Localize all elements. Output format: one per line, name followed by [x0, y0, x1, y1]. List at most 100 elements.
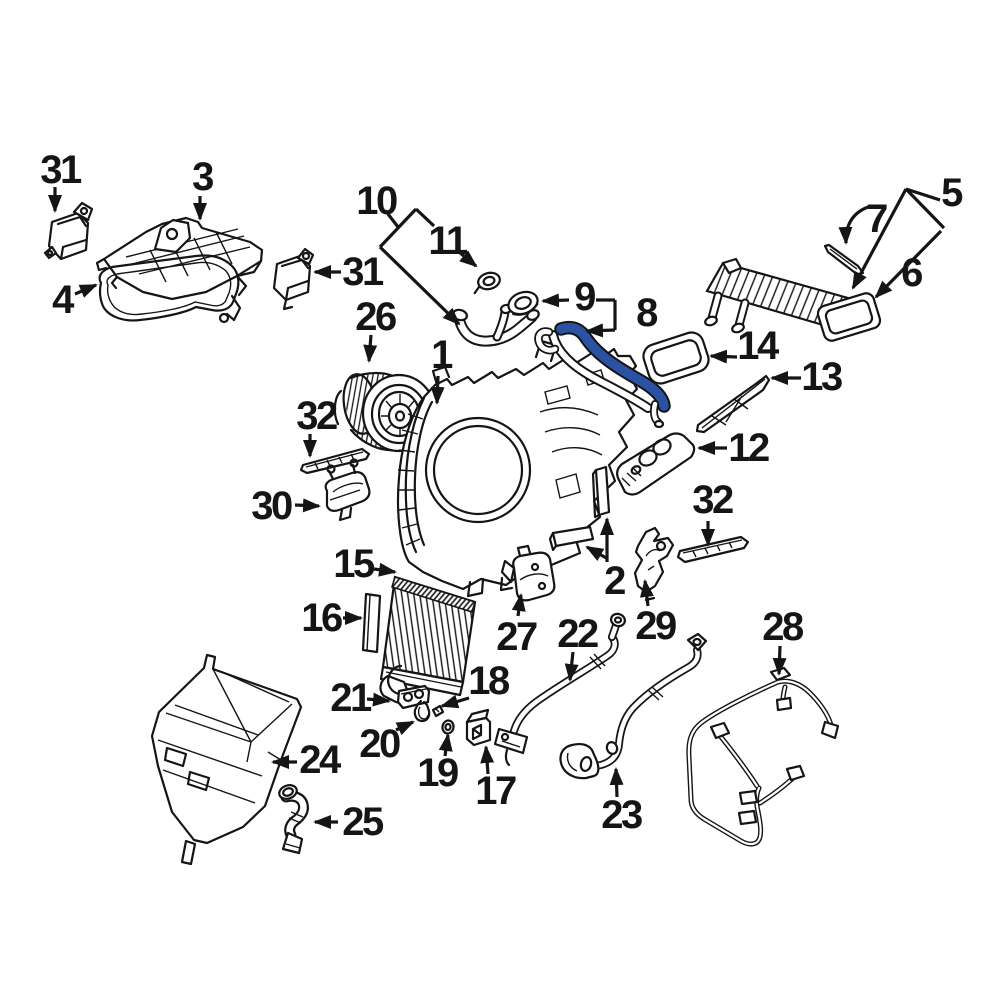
callout-label-5: 5 [941, 171, 963, 215]
callout-30: 30 [251, 484, 321, 528]
callout-label-29: 29 [635, 604, 676, 648]
callout-label-1: 1 [431, 333, 453, 377]
part-cap-11-drawing [473, 271, 501, 295]
callout-11: 11 [428, 219, 478, 268]
callout-16: 16 [301, 596, 363, 640]
part-blower-motor-26-drawing [333, 371, 437, 453]
callout-label-31b: 31 [342, 250, 384, 294]
callout-label-15: 15 [333, 542, 375, 586]
callout-12: 12 [697, 426, 771, 470]
leader-line-10 [386, 213, 400, 228]
callout-31a: 31 [40, 148, 84, 213]
part-expansion-valve-17-drawing [465, 708, 492, 747]
callout-2: 2 [585, 517, 628, 603]
leader-line-17 [480, 745, 495, 775]
part-actuator-31-right-drawing [272, 247, 315, 311]
callout-21: 21 [330, 676, 391, 720]
leader-line-8 [585, 323, 616, 338]
callout-label-25: 25 [342, 800, 384, 844]
leader-line-28 [772, 645, 787, 676]
callout-label-31a: 31 [40, 148, 82, 192]
part-pipe-23-drawing [559, 632, 708, 780]
leader-line-27 [511, 593, 526, 617]
leader-line-21 [366, 692, 391, 707]
callout-31b: 31 [313, 250, 386, 294]
part-strip-2-horizontal-drawing [548, 525, 595, 552]
callout-label-3: 3 [192, 155, 213, 199]
leader-line-14 [709, 349, 738, 364]
callout-10: 10 [356, 179, 461, 326]
part-clip-20-drawing [413, 699, 431, 723]
leader-line-18 [440, 694, 470, 709]
part-flange-12-drawing [616, 432, 696, 496]
leader-line-6 [874, 229, 943, 299]
leader-line-5 [851, 188, 908, 290]
callout-6: 6 [874, 229, 943, 299]
leader-line-9 [541, 293, 570, 308]
callout-29: 29 [635, 579, 678, 648]
callout-label-19: 19 [417, 751, 458, 795]
leader-line-10 [378, 207, 418, 249]
part-bracket-29-drawing [633, 526, 675, 602]
part-strip-32-left-drawing [299, 447, 371, 475]
leader-line-10 [414, 207, 436, 228]
callout-label-28: 28 [762, 605, 804, 649]
callout-23: 23 [601, 767, 644, 837]
callout-label-6: 6 [901, 251, 922, 295]
part-gasket-4-drawing [98, 254, 242, 324]
part-case-24-drawing [150, 653, 303, 866]
callout-label-13: 13 [801, 355, 842, 399]
callout-8: 8 [585, 291, 661, 338]
leader-line-5 [904, 187, 946, 230]
callout-20: 20 [359, 720, 415, 766]
callout-label-8: 8 [636, 291, 658, 335]
callout-14: 14 [709, 324, 782, 368]
callout-32a: 32 [296, 394, 339, 458]
leader-line-5 [905, 187, 941, 202]
part-evaporator-15-drawing [379, 575, 477, 704]
callout-label-22: 22 [557, 612, 598, 656]
leader-line-2 [585, 545, 609, 562]
callout-label-16: 16 [301, 596, 342, 640]
callout-label-17: 17 [475, 769, 516, 813]
callout-19: 19 [417, 733, 460, 795]
callout-label-9: 9 [574, 275, 595, 319]
callout-label-4: 4 [52, 278, 75, 322]
part-drain-hose-25-drawing [278, 784, 309, 855]
part-cover-3-drawing [95, 216, 264, 301]
part-cap-9-drawing [507, 290, 539, 316]
part-clip-18-drawing [431, 704, 445, 718]
part-seal-ring-14-drawing [642, 331, 710, 385]
part-heater-core-5-6-drawing [704, 257, 882, 342]
leader-line-7 [838, 204, 872, 245]
callout-26: 26 [355, 295, 398, 363]
callout-label-7: 7 [866, 197, 887, 241]
part-grommet-19-drawing [441, 719, 455, 735]
callout-label-18: 18 [468, 659, 510, 703]
part-harness-28-drawing [686, 666, 840, 847]
callout-22: 22 [557, 612, 600, 682]
leader-line-11 [457, 250, 478, 268]
part-strip-16-drawing [361, 592, 382, 654]
callout-label-14: 14 [737, 324, 780, 368]
callout-label-24: 24 [299, 738, 342, 782]
part-hose-8-highlighted-drawing [534, 320, 671, 429]
callout-label-21: 21 [330, 676, 372, 720]
leader-line-22 [564, 651, 579, 682]
callout-13: 13 [770, 355, 844, 399]
callout-label-26: 26 [355, 295, 396, 339]
callout-18: 18 [440, 659, 512, 709]
leader-line-19 [438, 733, 453, 757]
callout-label-32b: 32 [692, 478, 733, 522]
leader-line-26 [363, 334, 378, 363]
callout-32b: 32 [692, 478, 735, 547]
part-strip-7-drawing [823, 243, 865, 277]
callout-25: 25 [313, 800, 386, 844]
part-bracket-21-drawing [387, 664, 431, 710]
callout-24: 24 [271, 738, 344, 782]
callout-15: 15 [333, 542, 397, 586]
part-strip-13-drawing [695, 374, 771, 434]
leader-line-10 [378, 245, 461, 326]
